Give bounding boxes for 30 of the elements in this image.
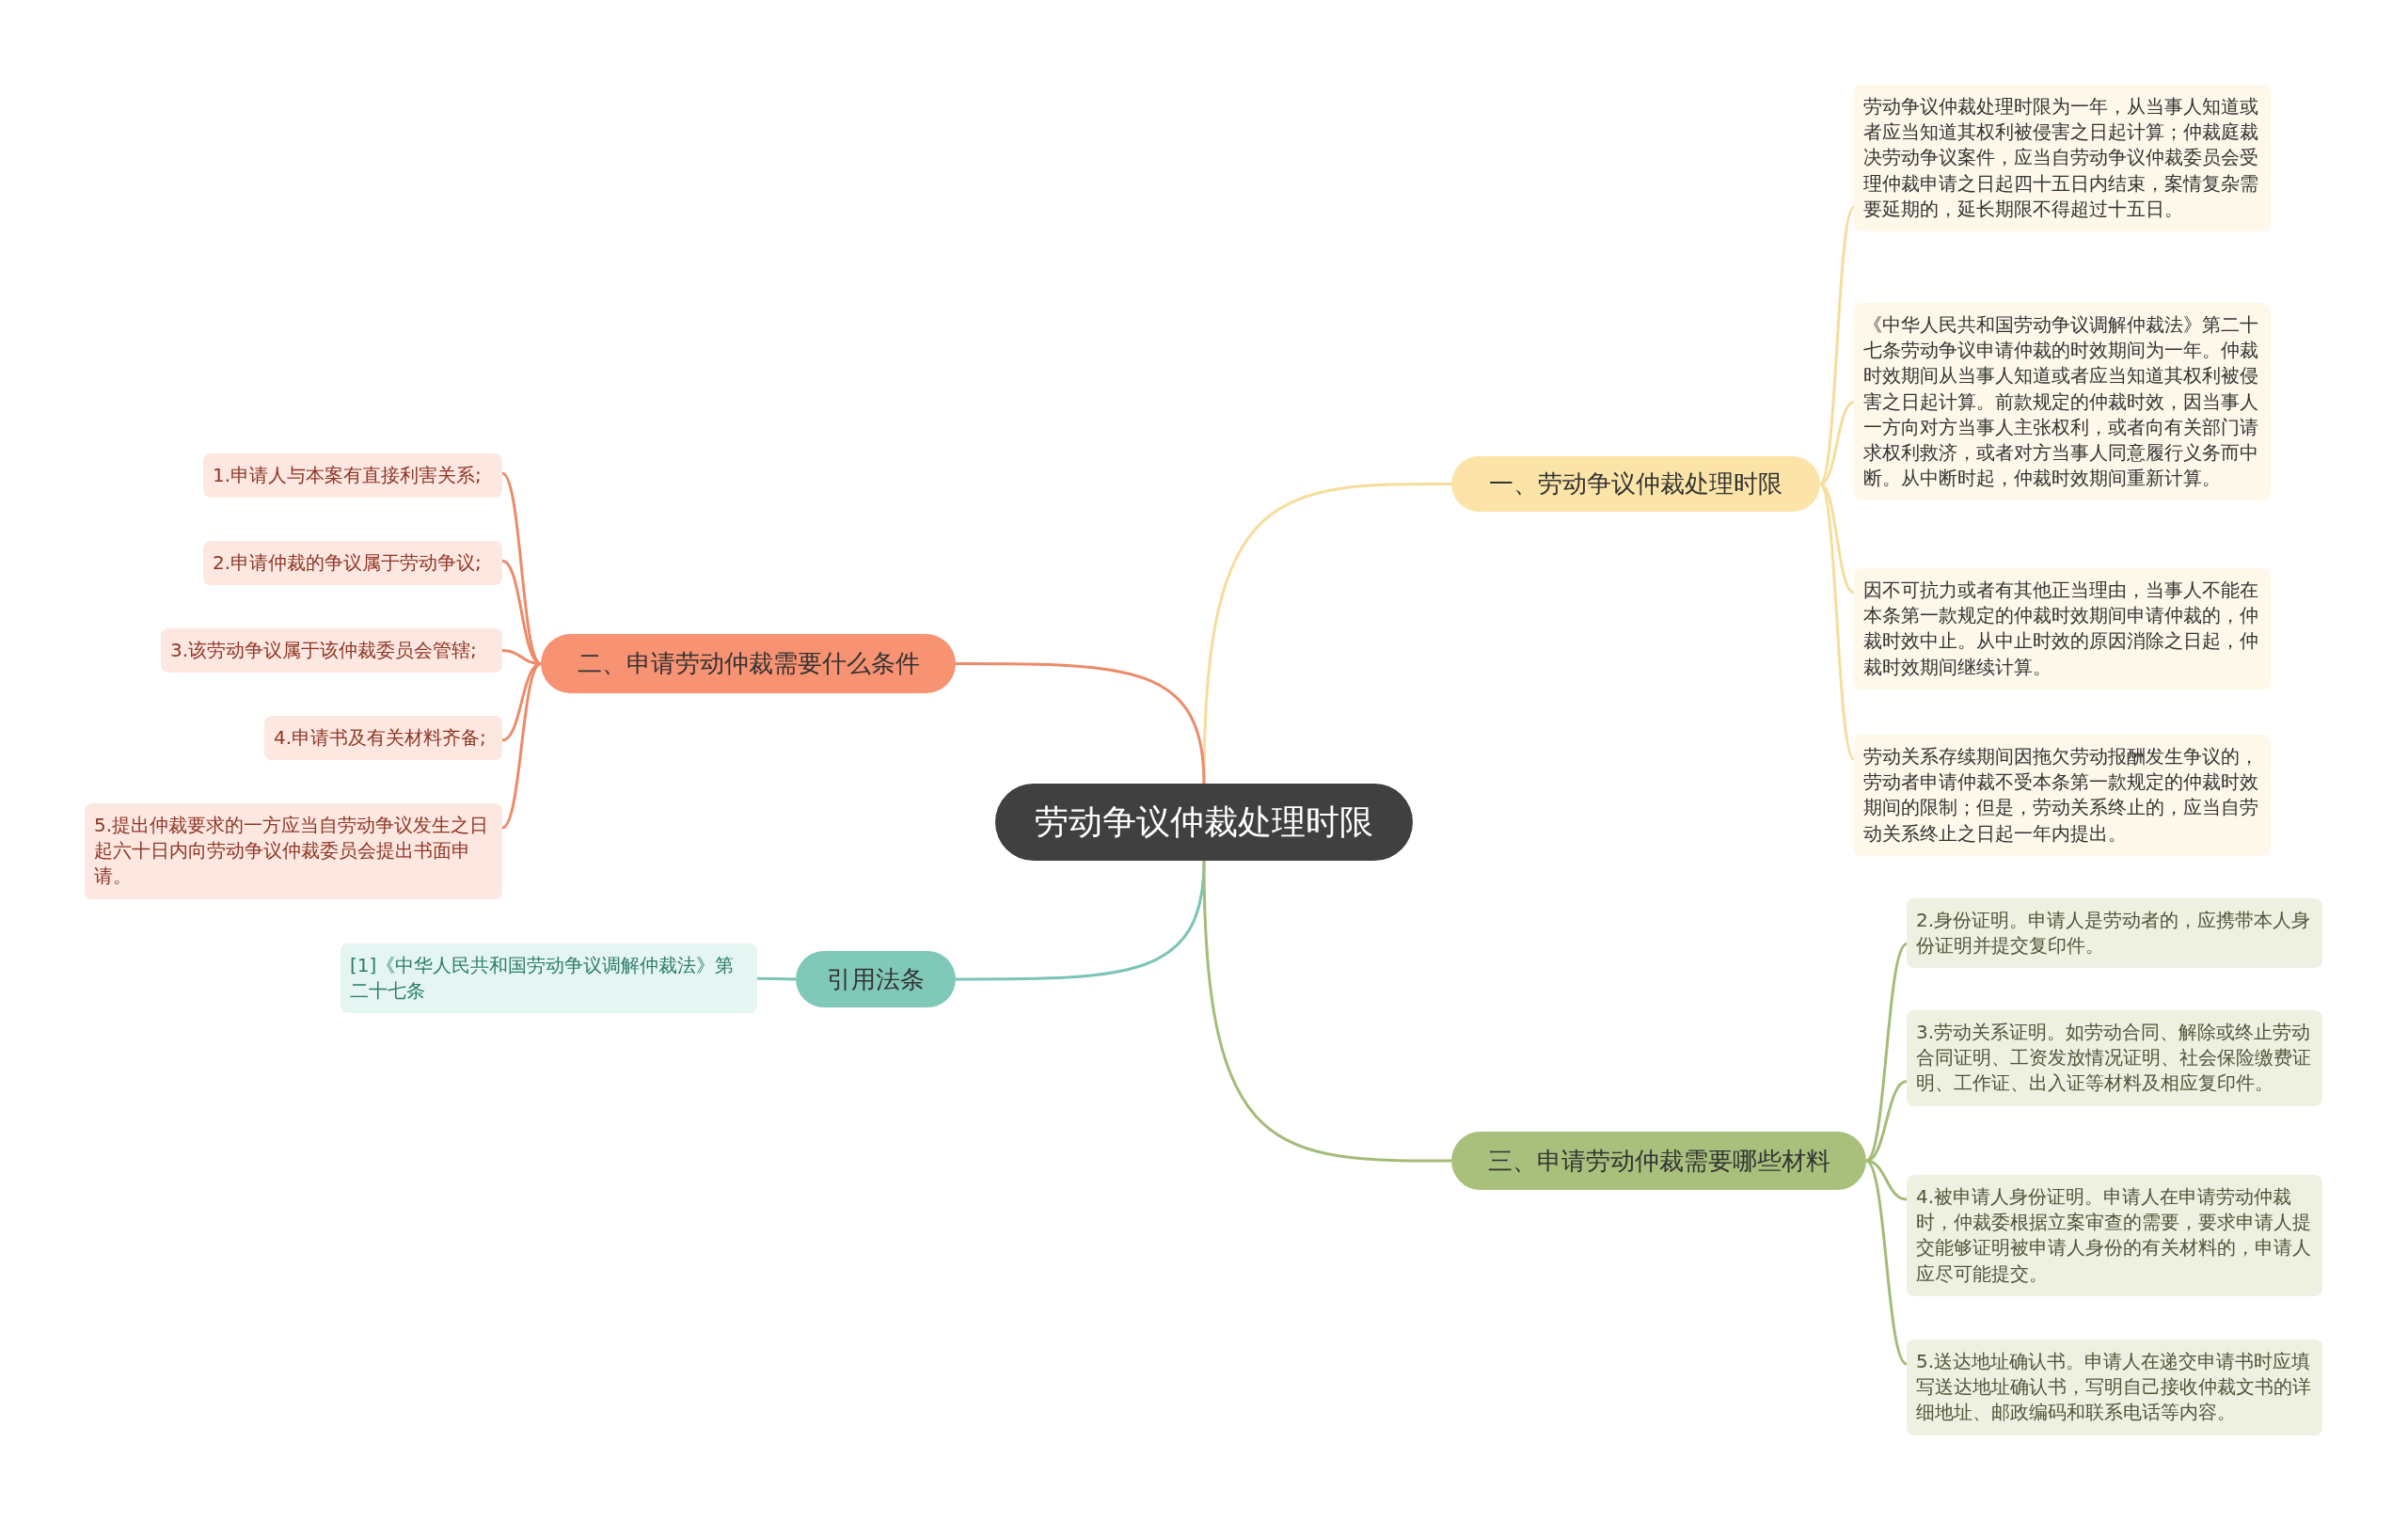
leaf-note: 因不可抗力或者有其他正当理由，当事人不能在本条第一款规定的仲裁时效期间申请仲裁的，仲裁时效中止。从中止时效的原因消除之日起，仲裁时效期间继续计算。 — [1854, 568, 2271, 690]
leaf-note: 1.申请人与本案有直接利害关系; — [203, 453, 502, 499]
leaf-note: 4.被申请人身份证明。申请人在申请劳动仲裁时，仲裁委根据立案审查的需要，要求申请人提交能够证明被申请人身份的有关材料的，申请人应尽可能提交。 — [1907, 1175, 2322, 1296]
connector-line — [501, 662, 542, 830]
central-topic: 劳动争议仲裁处理时限 — [995, 784, 1413, 861]
connector-line — [956, 860, 1206, 981]
leaf-note: 3.该劳动争议属于该仲裁委员会管辖; — [161, 628, 502, 674]
connector-line — [757, 976, 796, 981]
connector-line — [501, 559, 542, 665]
leaf-note: 3.劳动关系证明。如劳动合同、解除或终止劳动合同证明、工资发放情况证明、社会保险缴费证明、工作证、出入证等材料及相应复印件。 — [1907, 1010, 2322, 1106]
connector-line — [956, 662, 1206, 785]
connector-line — [1202, 860, 1451, 1163]
connector-line — [1865, 1159, 1908, 1366]
leaf-note: 4.申请书及有关材料齐备; — [264, 716, 502, 761]
branch-topic: 引用法条 — [796, 951, 956, 1007]
leaf-note: 《中华人民共和国劳动争议调解仲裁法》第二十七条劳动争议申请仲裁的时效期间为一年。仲裁时效期间从当事人知道或者应当知道其权利被侵害之日起计算。前款规定的仲裁时效，因当事人一方向对方当事人主张权利，或者向有关部门请求权利救济，或者对方当事人同意履行义务而中断。从中断时起，仲裁时效期间重新计算。 — [1854, 303, 2271, 501]
connector-line — [1818, 483, 1856, 760]
leaf-note: 劳动争议仲裁处理时限为一年，从当事人知道或者应当知道其权利被侵害之日起计算；仲裁庭裁决劳动争议案件，应当自劳动争议仲裁委员会受理仲裁申请之日起四十五日内结束，案情复杂需要延期的，延长期限不得超过十五日。 — [1854, 85, 2271, 231]
connector-line — [501, 472, 542, 665]
branch-topic: 一、劳动争议仲裁处理时限 — [1451, 456, 1820, 512]
leaf-note: 2.身份证明。申请人是劳动者的，应携带本人身份证明并提交复印件。 — [1907, 898, 2322, 969]
branch-topic: 二、申请劳动仲裁需要什么条件 — [541, 634, 956, 693]
branch-topic: 三、申请劳动仲裁需要哪些材料 — [1451, 1132, 1866, 1190]
leaf-note: 劳动关系存续期间因拖欠劳动报酬发生争议的，劳动者申请仲裁不受本条第一款规定的仲裁时效期间的限制；但是，劳动关系终止的，应当自劳动关系终止之日起一年内提出。 — [1854, 735, 2271, 856]
connector-line — [501, 649, 542, 665]
leaf-note: 5.送达地址确认书。申请人在递交申请书时应填写送达地址确认书，写明自己接收仲裁文书的详细地址、邮政编码和联系电话等内容。 — [1907, 1340, 2322, 1435]
leaf-note: 5.提出仲裁要求的一方应当自劳动争议发生之日起六十日内向劳动争议仲裁委员会提出书面申请。 — [85, 803, 502, 899]
leaf-note: 2.申请仲裁的争议属于劳动争议; — [203, 541, 502, 586]
connector-line — [1818, 206, 1856, 485]
leaf-note: [1]《中华人民共和国劳动争议调解仲裁法》第二十七条 — [341, 943, 757, 1014]
